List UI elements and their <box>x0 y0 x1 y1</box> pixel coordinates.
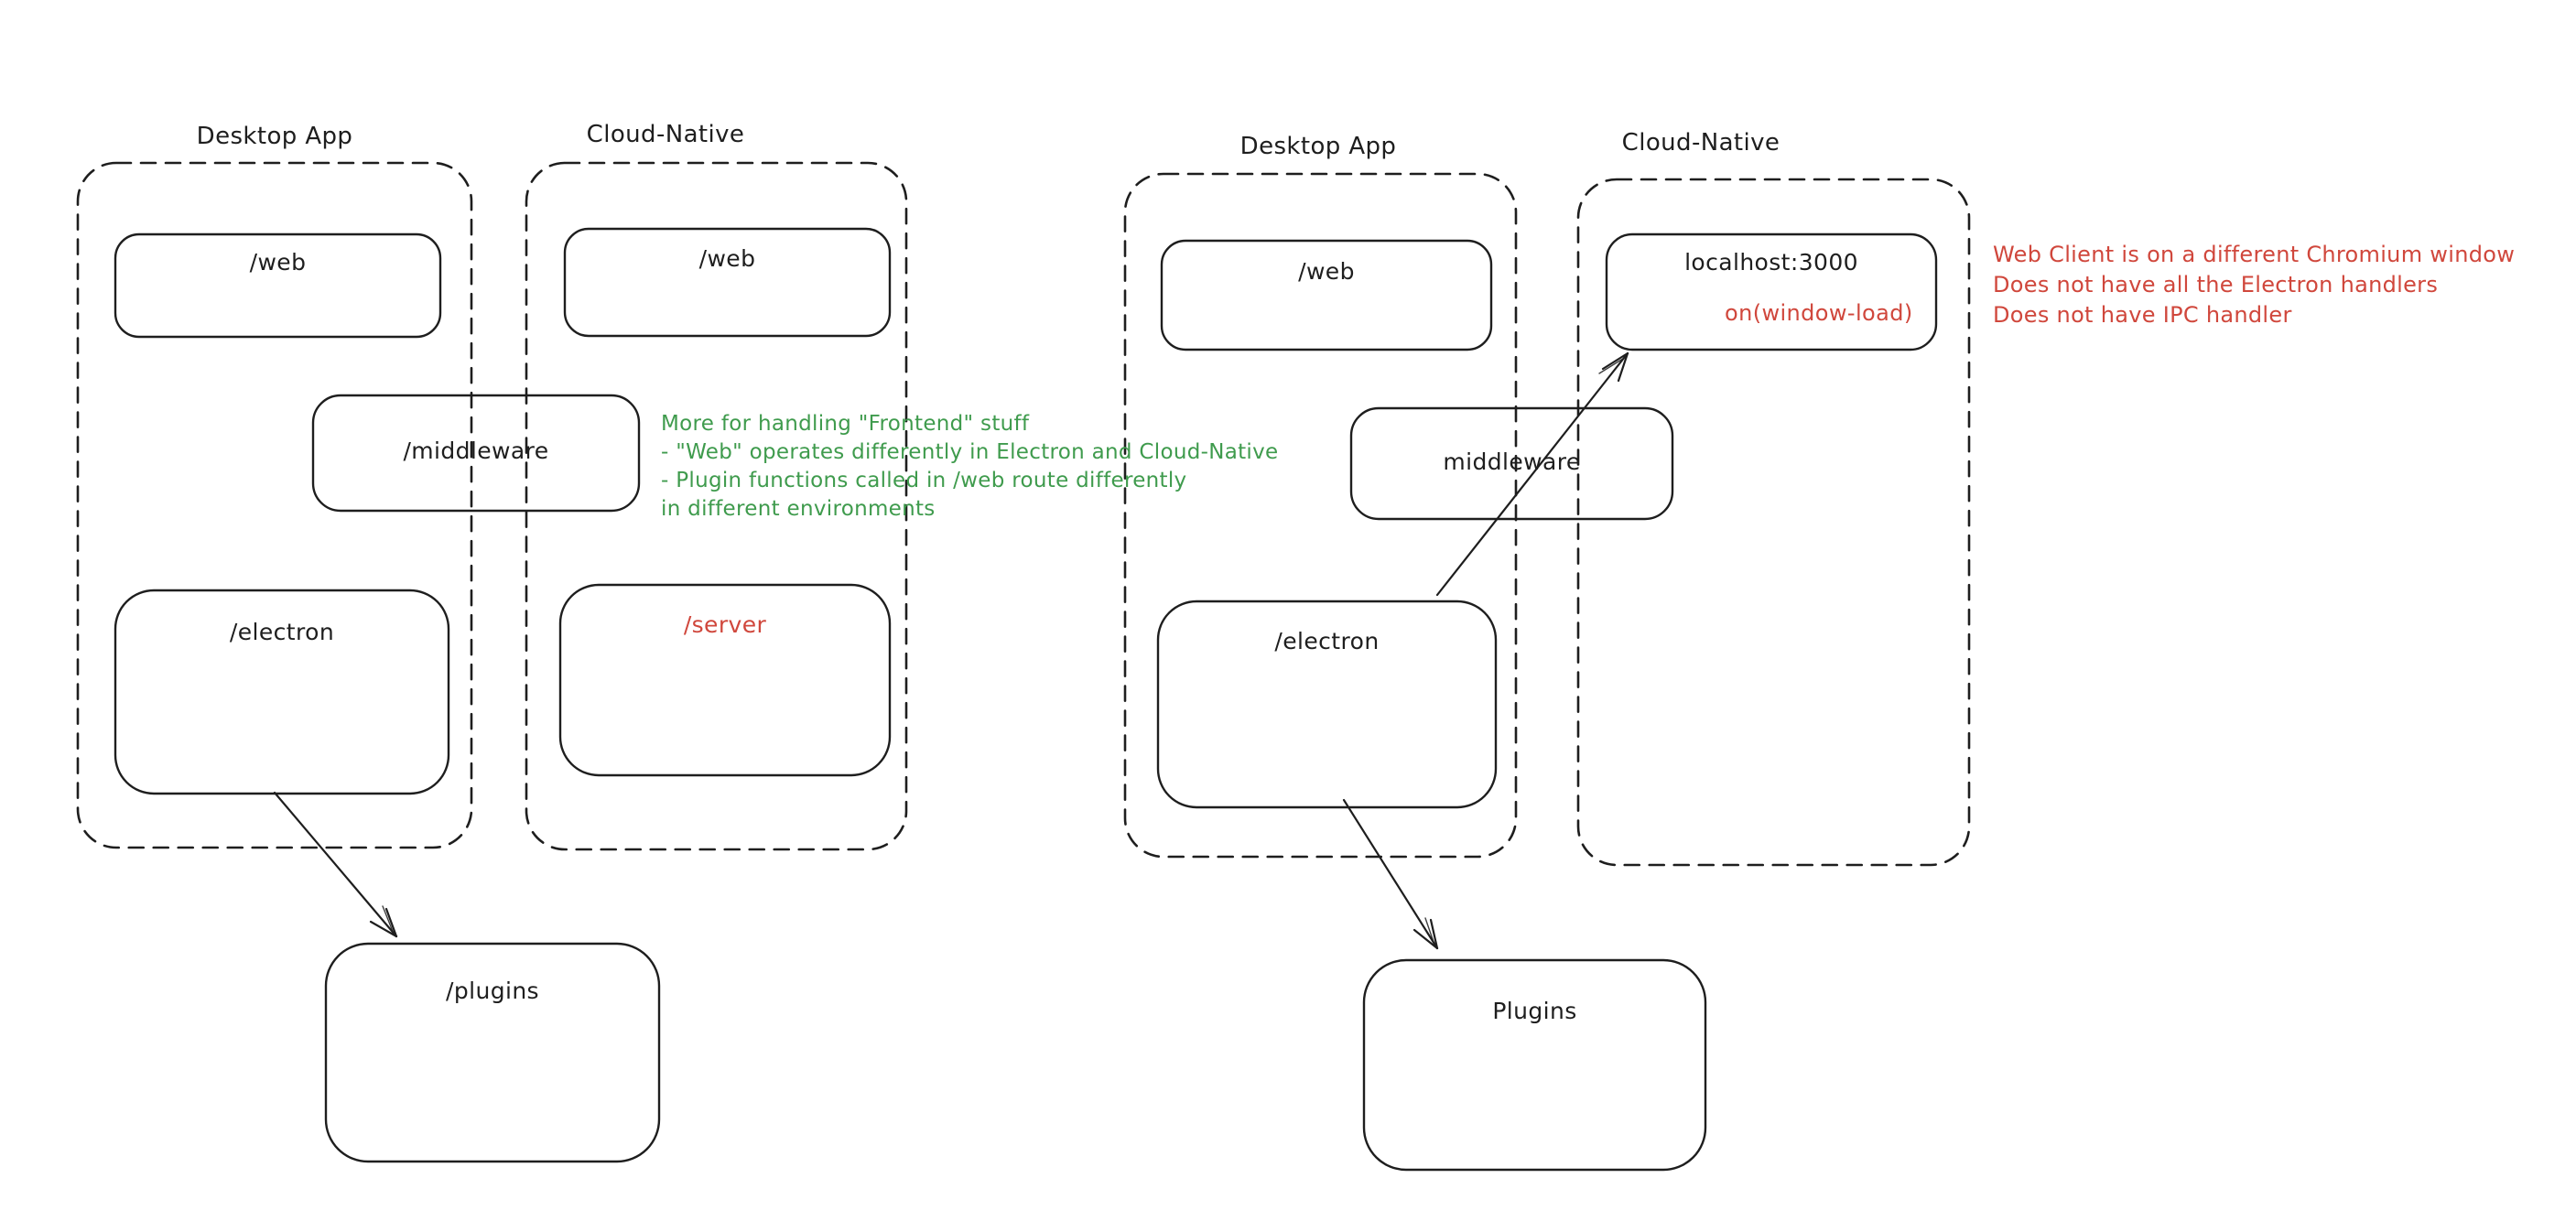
arrow-electron-to-plugins-right <box>1342 798 1439 950</box>
label-electron-left: /electron <box>229 619 335 645</box>
box-electron-left <box>114 589 450 795</box>
label-plugins-left: /plugins <box>446 978 539 1004</box>
arrow-electron-to-plugins-left <box>273 791 398 938</box>
green-note-line-4: in different environments <box>661 497 936 521</box>
annotation-green-note: More for handling "Frontend" stuff - "We… <box>661 410 1278 524</box>
green-note-line-3: - Plugin functions called in /web route … <box>661 469 1187 492</box>
container-desktop-app-left <box>76 161 473 849</box>
label-localhost-event: on(window-load) <box>1725 300 1913 326</box>
label-web-cloud-left: /web <box>698 245 756 272</box>
box-plugins-right <box>1362 958 1707 1172</box>
column-title-desktop-app-left: Desktop App <box>196 123 353 150</box>
annotation-red-note: Web Client is on a different Chromium wi… <box>1993 240 2515 330</box>
box-web-right <box>1160 239 1493 351</box>
label-middleware-left: /middleware <box>403 438 549 464</box>
green-note-line-2: - "Web" operates differently in Electron… <box>661 440 1279 464</box>
box-web-desktop-left <box>114 232 442 339</box>
container-cloud-native-right <box>1576 178 1971 867</box>
box-middleware-left <box>311 394 641 513</box>
label-electron-right: /electron <box>1274 628 1380 654</box>
box-web-cloud-left <box>563 227 892 338</box>
red-note-line-2: Does not have all the Electron handlers <box>1993 272 2439 297</box>
arrow-electron-to-localhost <box>1435 351 1629 597</box>
label-localhost-title: localhost:3000 <box>1684 249 1858 276</box>
red-note-line-3: Does not have IPC handler <box>1993 302 2292 328</box>
column-title-desktop-app-right: Desktop App <box>1239 133 1397 160</box>
column-title-cloud-native-left: Cloud-Native <box>586 121 745 148</box>
label-web-right: /web <box>1298 258 1355 285</box>
label-middleware-right: middleware <box>1443 448 1581 475</box>
box-server <box>558 583 892 777</box>
label-web-desktop-left: /web <box>249 249 307 276</box>
box-electron-right <box>1156 600 1498 809</box>
red-note-line-1: Web Client is on a different Chromium wi… <box>1993 242 2516 267</box>
box-middleware-right <box>1349 406 1674 521</box>
label-plugins-right: Plugins <box>1492 998 1577 1024</box>
box-localhost <box>1605 232 1938 351</box>
green-note-line-1: More for handling "Frontend" stuff <box>661 412 1030 436</box>
container-desktop-app-right <box>1123 172 1518 859</box>
column-title-cloud-native-right: Cloud-Native <box>1621 129 1780 157</box>
label-server: /server <box>683 611 767 638</box>
box-plugins-left <box>324 942 661 1163</box>
container-cloud-native-left <box>525 161 908 851</box>
